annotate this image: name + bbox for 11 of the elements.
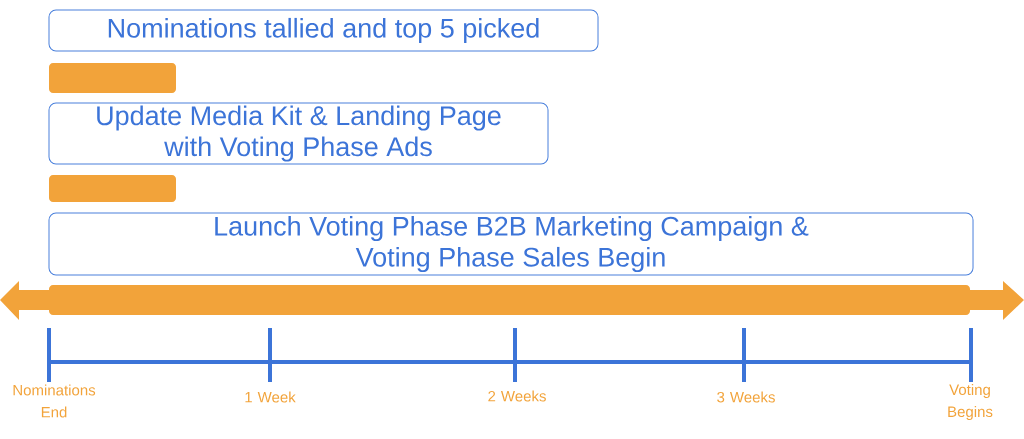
- tick-label: Nominations End: [13, 384, 96, 418]
- task-bar: [49, 63, 176, 93]
- tick-label: 2 Weeks: [488, 390, 546, 402]
- task-box: Nominations tallied and top 5 picked: [48, 9, 599, 52]
- tick-label: 1 Week: [245, 391, 296, 403]
- task-box: Launch Voting Phase B2B Marketing Campaign & Voting Phase Sales Begin: [48, 212, 974, 276]
- tick-label: 3 Weeks: [717, 391, 775, 403]
- task-box: Update Media Kit & Landing Page with Voting Phase Ads: [48, 102, 549, 165]
- timeline-arrow: [0, 281, 1024, 320]
- tick-label: Voting Begins: [948, 384, 993, 420]
- task-bar: [49, 175, 176, 202]
